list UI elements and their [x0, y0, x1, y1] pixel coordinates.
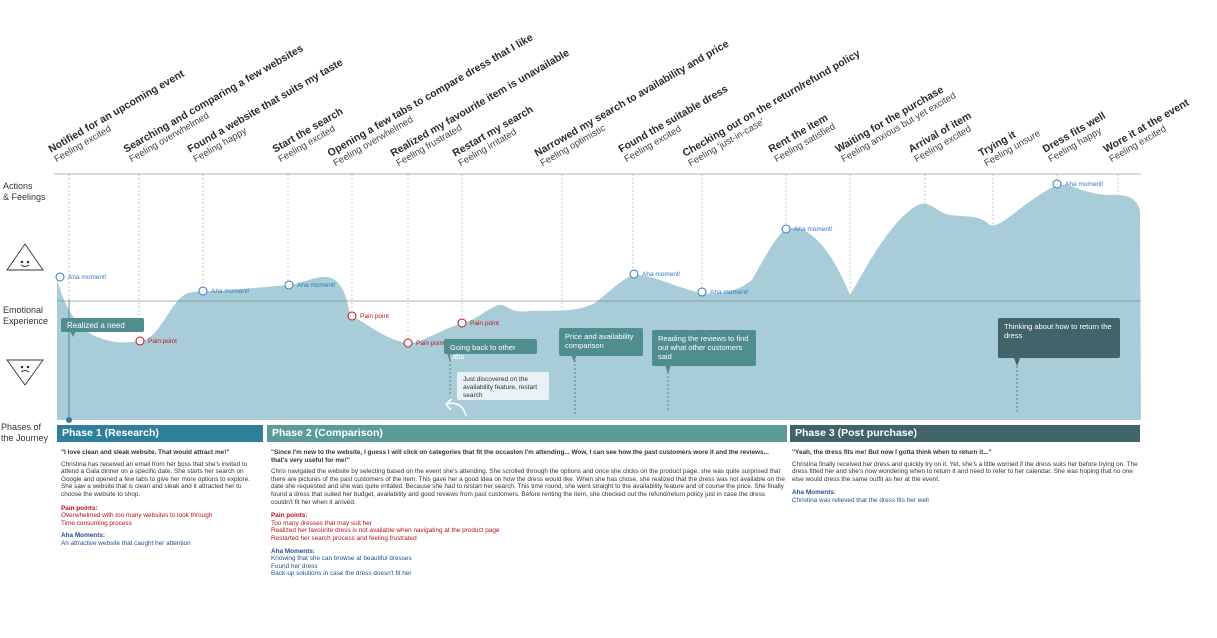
pain-points-title: Pain points:	[271, 512, 308, 520]
phase-description: Christina has received an email from her…	[61, 460, 251, 498]
pain-label-3: Pain point	[416, 340, 445, 347]
aha-marker-3	[284, 280, 294, 290]
sad-face-triangle-icon	[6, 359, 44, 386]
pain-points-title: Pain points:	[61, 504, 98, 512]
aha-moment-item: An attractive website that caught her at…	[61, 539, 191, 547]
pain-point-item: Restarted her search process and feeling…	[271, 534, 417, 542]
aha-marker-7	[1052, 179, 1062, 189]
pain-point-item: Overwhelmed with too many websites to lo…	[61, 512, 213, 520]
step-guides	[68, 174, 1119, 420]
aha-marker-4	[629, 269, 639, 279]
aha-marker-5	[697, 287, 707, 297]
pain-point-item: Time consuming process	[61, 519, 132, 527]
aha-label-1: Aha moment!	[68, 274, 107, 281]
aha-label-4: Aha moment!	[642, 271, 681, 278]
callout-going-back: Going back to other tabs	[444, 339, 537, 361]
phase-2-details: "Since I'm new to the website, I guess I…	[271, 449, 785, 578]
pain-marker-3	[403, 338, 413, 348]
aha-label-2: Aha moment!	[211, 288, 250, 295]
callout-price-availability: Price and availability comparison	[559, 328, 643, 356]
callout-realized-need: Realized a need	[61, 318, 144, 332]
aha-moments-title: Aha Moments:	[792, 489, 837, 497]
pain-point-item: Realized her favourite dress is not avai…	[271, 527, 500, 535]
aha-marker-6	[781, 224, 791, 234]
aha-marker-1	[55, 272, 65, 282]
aha-moment-item: Christina was relieved that the dress fi…	[792, 496, 929, 504]
phase-quote: "I love clean and sleak website. That wo…	[61, 449, 230, 456]
aha-moment-item: Back-up solutions in case the dress does…	[271, 570, 412, 578]
curved-arrow-icon	[445, 398, 467, 417]
pain-label-4: Pain point	[470, 320, 499, 327]
aha-label-5: Aha moment!	[710, 289, 749, 296]
phase-3-header: Phase 3 (Post purchase)	[790, 425, 1140, 442]
aha-moment-item: Knowing that she can browse at beautiful…	[271, 555, 412, 563]
pain-marker-2	[347, 311, 357, 321]
pain-marker-4	[457, 318, 467, 328]
row-label-emotional: Emotional Experience	[3, 305, 49, 326]
pain-label-1: Pain point	[148, 338, 177, 345]
aha-moments-title: Aha Moments:	[61, 532, 106, 540]
timeline-start-dot	[66, 417, 72, 423]
phase-1-details: "I love clean and sleak website. That wo…	[61, 449, 259, 548]
aha-label-6: Aha moment!	[794, 226, 833, 233]
emotion-area	[57, 184, 1141, 420]
phase-quote: "Since I'm new to the website, I guess I…	[271, 449, 769, 464]
aha-moments-title: Aha Moments:	[271, 547, 316, 555]
happy-face-triangle-icon	[6, 243, 44, 271]
pain-marker-1	[135, 336, 145, 346]
pain-label-2: Pain point	[360, 313, 389, 320]
aha-label-3: Aha moment!	[297, 282, 336, 289]
callout-thinking-return: Thinking about how to return the dress	[998, 318, 1120, 358]
row-label-phases: Phases of the Journey	[1, 422, 49, 443]
row-label-actions: Actions & Feelings	[3, 181, 46, 202]
aha-label-7: Aha moment!	[1065, 181, 1104, 188]
callout-just-discovered: Just discovered on the availability feat…	[457, 372, 549, 400]
phase-1-header: Phase 1 (Research)	[57, 425, 263, 442]
phase-quote: "Yeah, the dress fits me! But now I gott…	[792, 449, 992, 456]
aha-marker-2	[198, 286, 208, 296]
phase-description: Christina finally received her dress and…	[792, 460, 1138, 483]
phase-3-details: "Yeah, the dress fits me! But now I gott…	[792, 449, 1140, 505]
aha-moment-item: Found her dress	[271, 562, 318, 570]
phase-2-header: Phase 2 (Comparison)	[267, 425, 787, 442]
pain-point-item: Too many dresses that may suit her	[271, 519, 372, 527]
callout-reading-reviews: Reading the reviews to find out what oth…	[652, 330, 756, 366]
phase-description: Chris navigated the website by selecting…	[271, 468, 785, 506]
